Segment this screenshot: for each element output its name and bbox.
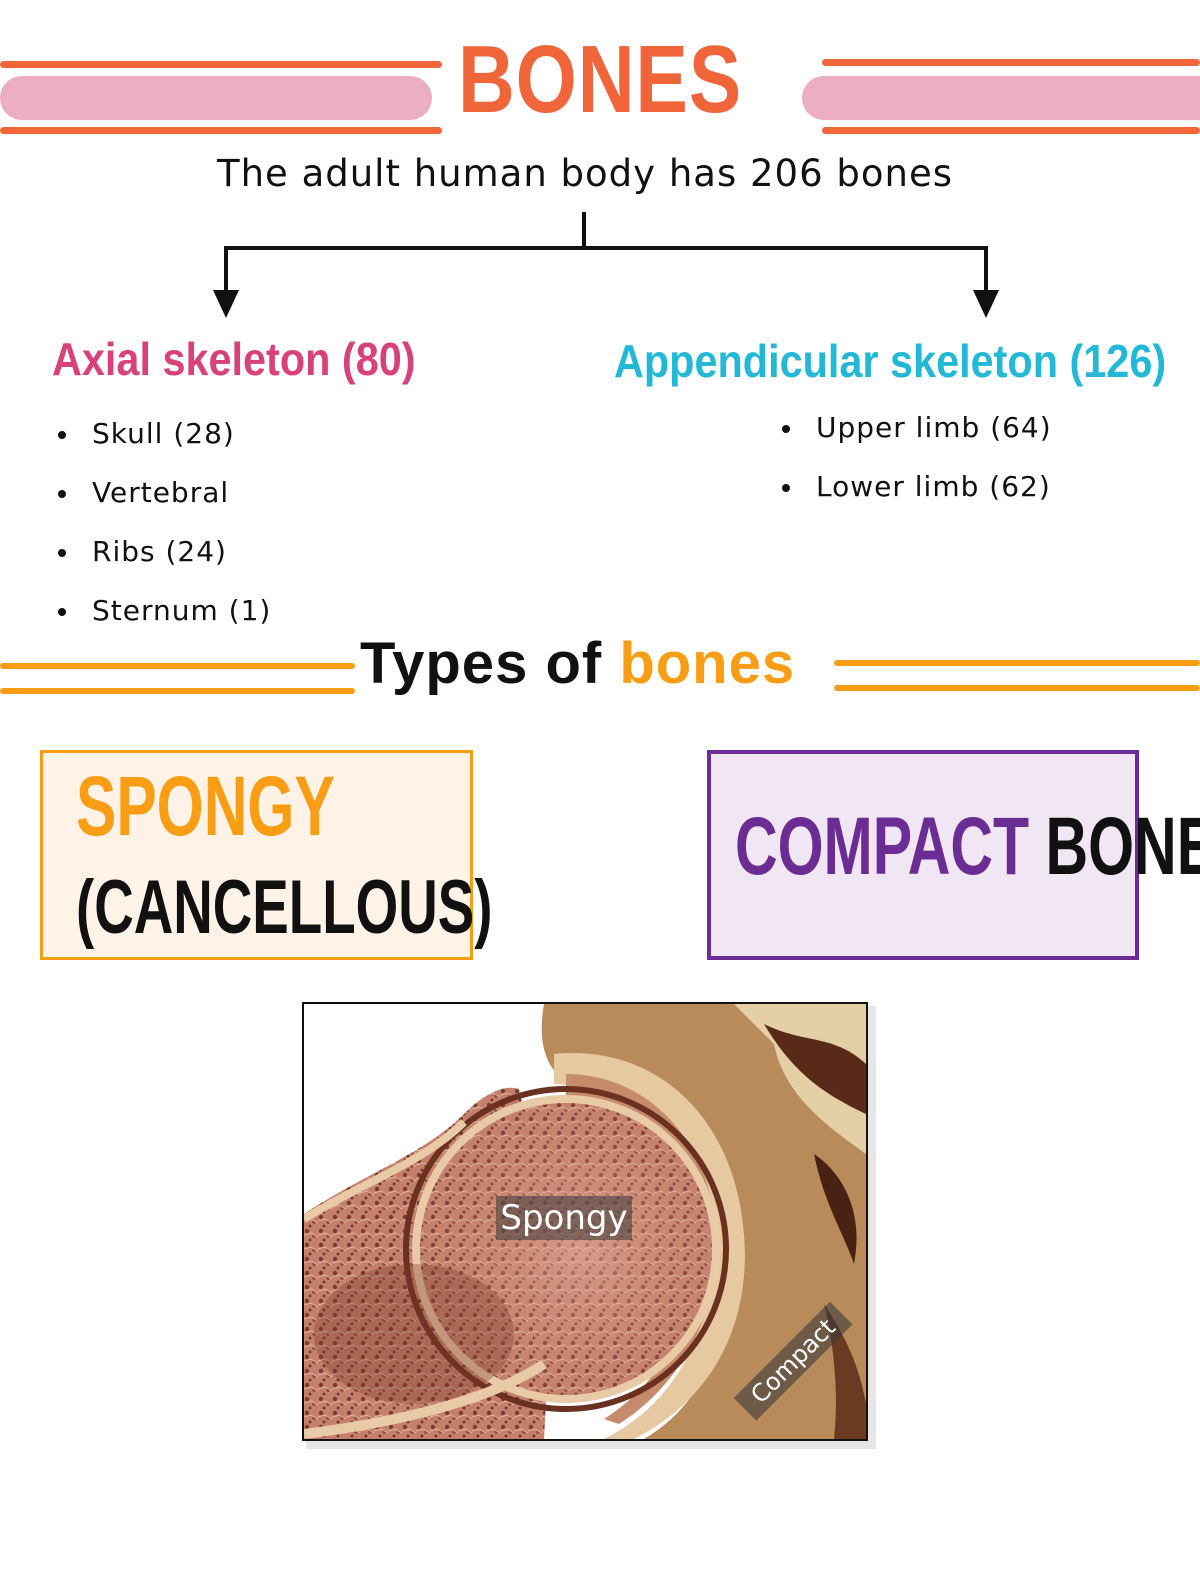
types-heading: Types of bones <box>360 630 795 697</box>
axial-list: Skull (28) Vertebral Ribs (24) Sternum (… <box>56 416 271 652</box>
appendicular-list: Upper limb (64) Lower limb (62) <box>780 410 1052 528</box>
bone-cross-section-image: Spongy Compact <box>302 1002 868 1441</box>
compact-box <box>707 750 1139 960</box>
page-title: BONES <box>457 26 743 133</box>
types-heading-word2: bones <box>619 631 796 696</box>
list-item: Vertebral <box>56 475 271 534</box>
list-item: Lower limb (62) <box>780 469 1052 528</box>
page-subtitle: The adult human body has 206 bones <box>217 152 953 195</box>
header-line-right-top <box>822 59 1200 66</box>
types-heading-word1: Types of <box>360 631 603 696</box>
types-line-right-top <box>834 660 1200 666</box>
axial-heading: Axial skeleton (80) <box>52 333 416 385</box>
header-pill-left <box>0 76 432 120</box>
types-line-left-top <box>0 663 355 669</box>
spongy-box <box>40 750 473 960</box>
photo-label-spongy: Spongy <box>500 1198 627 1238</box>
header-line-right-bottom <box>822 127 1200 134</box>
appendicular-heading: Appendicular skeleton (126) <box>614 335 1167 387</box>
types-line-right-bottom <box>834 685 1200 691</box>
spongy-subtitle: (CANCELLOUS) <box>76 865 493 950</box>
list-item: Upper limb (64) <box>780 410 1052 469</box>
header-pill-right <box>802 76 1200 120</box>
list-item: Sternum (1) <box>56 593 271 652</box>
list-item: Skull (28) <box>56 416 271 475</box>
types-line-left-bottom <box>0 688 355 694</box>
compact-title-word2: BONE <box>1045 801 1200 892</box>
header-line-left-bottom <box>0 127 442 134</box>
spongy-title: SPONGY <box>76 759 335 853</box>
compact-title: COMPACT BONE <box>735 800 1200 894</box>
compact-title-word1: COMPACT <box>735 801 1030 892</box>
header-line-left-top <box>0 61 442 68</box>
branch-arrows <box>213 212 999 318</box>
list-item: Ribs (24) <box>56 534 271 593</box>
